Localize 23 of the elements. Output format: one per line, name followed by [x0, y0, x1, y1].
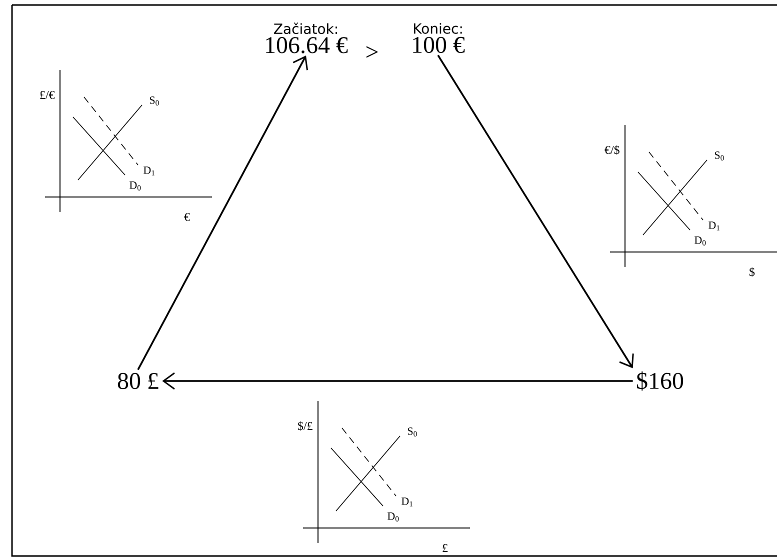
axis-label: $ — [750, 267, 755, 277]
curve-label: D$_{1}$ — [144, 166, 155, 176]
curve-label: D$_{1}$ — [402, 498, 413, 506]
amount-text: 80 £ — [118, 372, 158, 390]
curve-label: D$_{1}$ — [708, 222, 720, 230]
amount-text: $160 — [637, 371, 684, 391]
arrow — [162, 372, 633, 390]
axis-label: £ — [442, 544, 448, 552]
curve-label: D$_{0}$ — [130, 182, 141, 190]
axis-label: €/$ — [604, 145, 620, 155]
amount-text: Začiatok: 106.64 € — [266, 22, 348, 54]
amount-text: Koniec: 100 € — [413, 23, 465, 54]
axis-label: $/£ — [298, 421, 312, 431]
axis-label: £/€ — [40, 90, 55, 100]
curve-label: S$_{0}$ — [408, 428, 417, 436]
curve-label: D$_{0}$ — [694, 236, 706, 246]
comparison-sign: > — [366, 46, 378, 58]
curve-label: S$_{0}$ — [714, 152, 724, 160]
axis-label: € — [184, 212, 190, 222]
arrow — [137, 56, 308, 370]
curve-label: D$_{0}$ — [388, 512, 399, 522]
arrow — [437, 54, 634, 368]
curve-label: S$_{0}$ — [150, 96, 159, 106]
